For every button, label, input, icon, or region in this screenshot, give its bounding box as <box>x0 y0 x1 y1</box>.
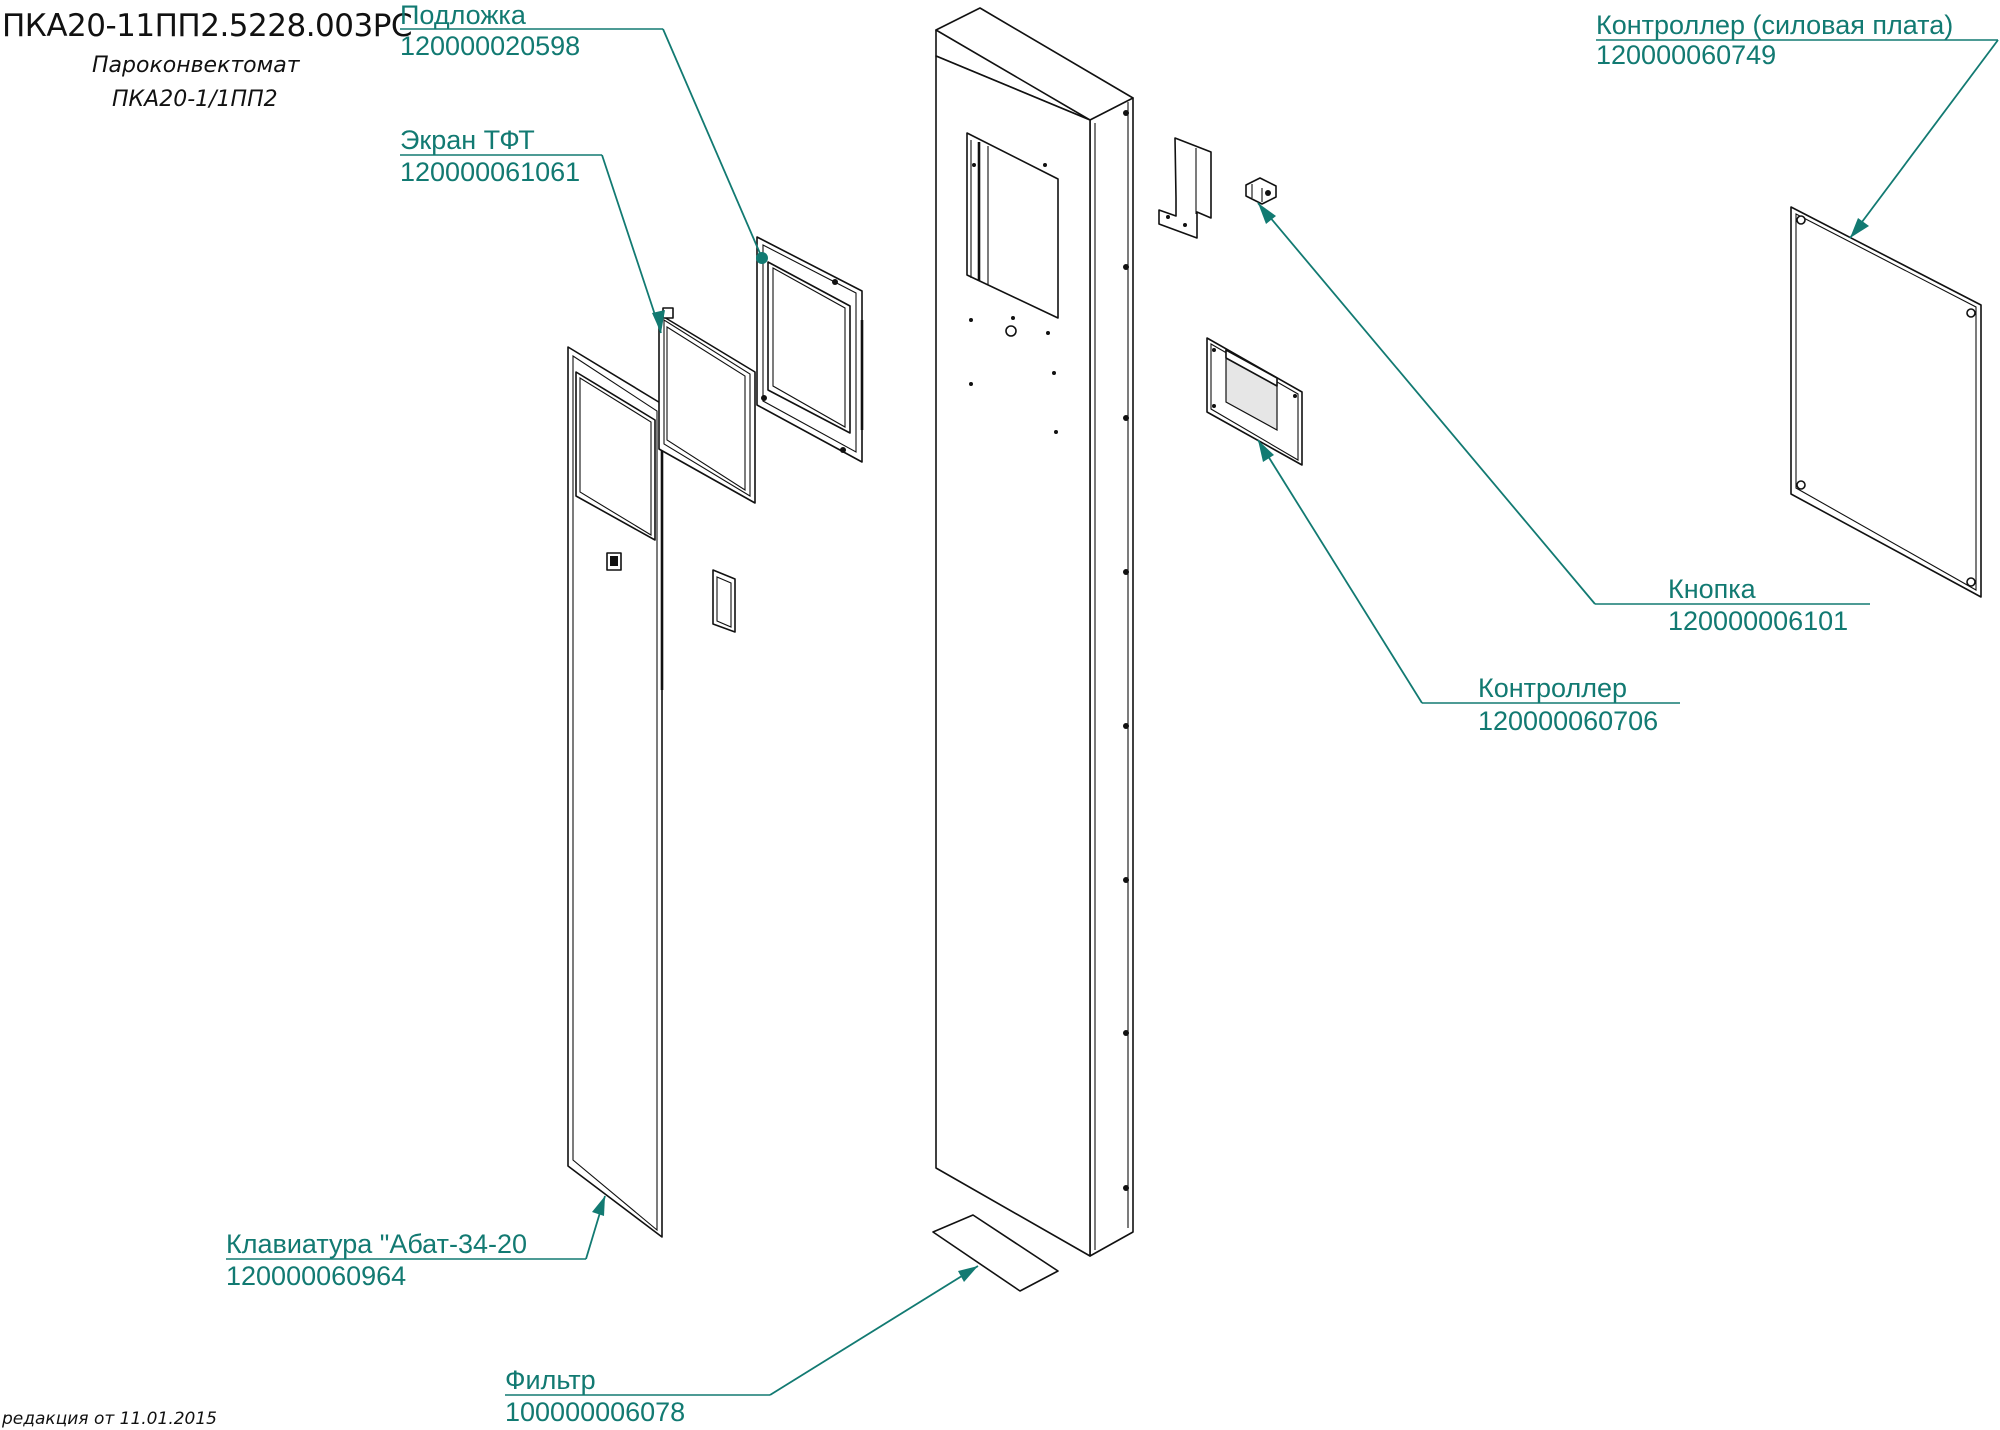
callout-keyboard-name: Клавиатура "Абат-34-20 <box>226 1229 527 1259</box>
callout-podlozhka-code: 120000020598 <box>400 31 580 61</box>
revision-date: редакция от 11.01.2015 <box>1 1409 217 1429</box>
callout-power-controller: Контроллер (силовая плата) 120000060749 <box>1596 10 1999 239</box>
tft-screen-part <box>658 307 756 504</box>
callout-filter: Фильтр 100000006078 <box>505 1265 979 1427</box>
callout-ekran-code: 120000061061 <box>400 157 580 187</box>
callout-knopka-name: Кнопка <box>1668 574 1757 604</box>
controller-part <box>1206 337 1303 466</box>
callout-keyboard: Клавиатура "Абат-34-20 120000060964 <box>226 1195 606 1291</box>
callout-filter-code: 100000006078 <box>505 1397 685 1427</box>
button-part <box>1245 177 1277 205</box>
bracket-part <box>1158 137 1212 239</box>
document-code: ПКА20-11ПП2.5228.003РС <box>2 8 412 44</box>
callout-controller: Контроллер 120000060706 <box>1257 439 1680 736</box>
callout-knopka: Кнопка 120000006101 <box>1257 202 1870 636</box>
product-model: ПКА20-1/1ПП2 <box>112 87 278 112</box>
callout-controller-name: Контроллер <box>1478 673 1627 703</box>
callout-podlozhka-name: Подложка <box>400 0 527 30</box>
substrate-part <box>756 236 864 463</box>
callout-power-controller-name: Контроллер (силовая плата) <box>1596 10 1953 40</box>
callout-power-controller-code: 120000060749 <box>1596 40 1776 70</box>
callout-filter-name: Фильтр <box>505 1365 596 1395</box>
callout-controller-code: 120000060706 <box>1478 706 1658 736</box>
callout-knopka-code: 120000006101 <box>1668 606 1848 636</box>
callout-keyboard-code: 120000060964 <box>226 1261 406 1291</box>
window-insert-part <box>712 569 736 633</box>
product-name: Пароконвектомат <box>92 53 301 78</box>
filter-part <box>932 1214 1059 1292</box>
callout-ekran-name: Экран ТФТ <box>400 125 535 155</box>
callout-ekran: Экран ТФТ 120000061061 <box>400 125 665 334</box>
keyboard-panel-part <box>567 346 664 1238</box>
callout-podlozhka: Подложка 120000020598 <box>400 0 768 264</box>
housing-column-part <box>935 7 1134 1257</box>
power-board-part <box>1790 206 1982 598</box>
